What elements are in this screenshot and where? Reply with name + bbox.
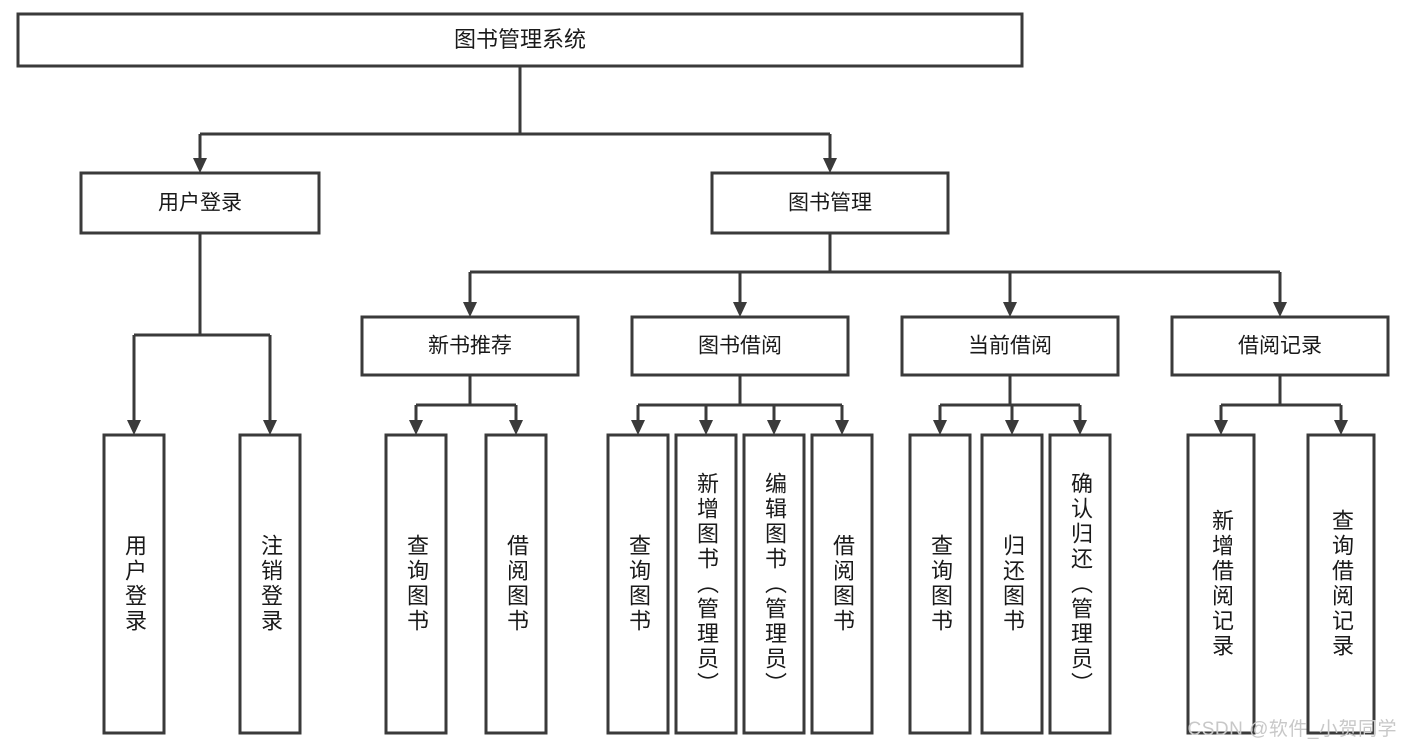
leaf-node-0[interactable] [102, 433, 166, 735]
node-label: 用户登录 [158, 192, 242, 215]
arrow-head-icon [1273, 302, 1287, 317]
root-node[interactable] [16, 12, 1024, 68]
leaf-node-11[interactable] [1186, 433, 1256, 735]
node-label: 图书管理系统 [454, 27, 586, 52]
arrow-head-icon [631, 420, 645, 435]
arrow-head-icon [1003, 302, 1017, 317]
arrow-head-icon [1073, 420, 1087, 435]
arrow-head-icon [767, 420, 781, 435]
leaf-node-7[interactable] [810, 433, 874, 735]
arrow-head-icon [823, 158, 837, 173]
connector-edges [127, 66, 1348, 435]
leaf-node-2[interactable] [384, 433, 448, 735]
arrow-head-icon [463, 302, 477, 317]
node-label: 图书管理 [788, 192, 872, 215]
arrow-head-icon [933, 420, 947, 435]
leaf-node-8[interactable] [908, 433, 972, 735]
node-boxes [16, 12, 1390, 735]
level2-node-3[interactable] [1170, 315, 1390, 377]
watermark-credit: CSDN @软件_小贺同学 [1187, 719, 1397, 740]
level2-node-1[interactable] [630, 315, 850, 377]
arrow-head-icon [835, 420, 849, 435]
arrow-head-icon [127, 420, 141, 435]
arrow-head-icon [1214, 420, 1228, 435]
arrow-head-icon [1005, 420, 1019, 435]
leaf-node-12[interactable] [1306, 433, 1376, 735]
leaf-node-6[interactable] [742, 433, 806, 735]
leaf-node-5[interactable] [674, 433, 738, 735]
node-label: 新书推荐 [428, 335, 512, 358]
node-label: 当前借阅 [968, 335, 1052, 358]
leaf-node-4[interactable] [606, 433, 670, 735]
arrow-head-icon [1334, 420, 1348, 435]
node-label: 图书借阅 [698, 335, 782, 358]
leaf-node-3[interactable] [484, 433, 548, 735]
arrow-head-icon [699, 420, 713, 435]
leaf-node-1[interactable] [238, 433, 302, 735]
arrow-head-icon [193, 158, 207, 173]
level1-node-0[interactable] [79, 171, 321, 235]
leaf-node-10[interactable] [1048, 433, 1112, 735]
node-label: 借阅记录 [1238, 335, 1322, 358]
arrow-head-icon [409, 420, 423, 435]
level2-node-0[interactable] [360, 315, 580, 377]
leaf-node-9[interactable] [980, 433, 1044, 735]
arrow-head-icon [733, 302, 747, 317]
arrow-head-icon [263, 420, 277, 435]
level1-node-1[interactable] [710, 171, 950, 235]
level2-node-2[interactable] [900, 315, 1120, 377]
arrow-head-icon [509, 420, 523, 435]
